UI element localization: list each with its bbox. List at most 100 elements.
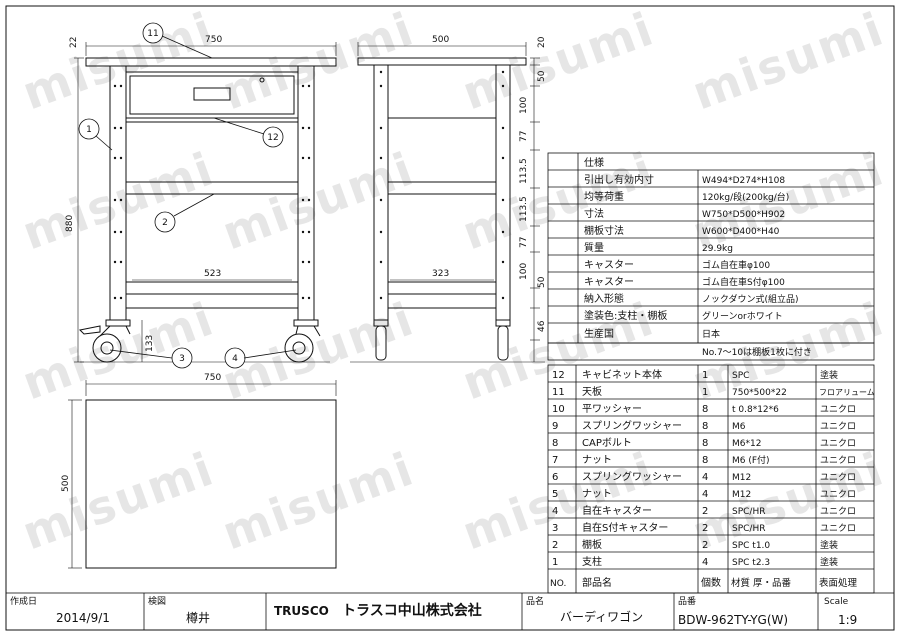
parts-row-no: 6 xyxy=(552,472,558,483)
parts-row-finish: 塗装 xyxy=(820,539,838,551)
spec-row-6-value: ゴム自在車φ100 xyxy=(702,259,770,271)
dim-caster-height: 133 xyxy=(145,335,155,352)
parts-row-finish: ユニクロ xyxy=(820,455,856,466)
front-cabinet xyxy=(125,71,299,119)
balloon-2 xyxy=(154,211,176,233)
balloon-11-label: 11 xyxy=(147,29,158,39)
watermark-text: misumi xyxy=(15,141,221,260)
title-block xyxy=(5,592,895,631)
parts-row-material: M6 xyxy=(732,422,746,432)
parts-row-qty: 8 xyxy=(702,404,708,415)
created-label: 作成日 xyxy=(10,595,37,607)
balloon-11 xyxy=(142,22,164,44)
front-middle-shelf xyxy=(125,181,299,195)
parts-row-no: 3 xyxy=(552,523,558,534)
parts-row-material: 750*500*22 xyxy=(732,388,787,398)
parts-row-finish: ユニクロ xyxy=(820,404,856,415)
parts-row-no: 1 xyxy=(552,557,558,568)
parts-row-no: 8 xyxy=(552,438,558,449)
watermark-text: misumi xyxy=(15,1,221,120)
product-name-label: 品名 xyxy=(526,595,544,607)
spec-row-10-label: 生産国 xyxy=(584,327,614,340)
parts-row-qty: 1 xyxy=(702,370,708,381)
parts-row-name: 自在S付キャスター xyxy=(582,521,668,534)
parts-row-no: 2 xyxy=(552,540,558,551)
parts-row-finish: 塗装 xyxy=(820,369,838,381)
dim-side-depth: 500 xyxy=(432,35,449,45)
parts-row-no: 9 xyxy=(552,421,558,432)
parts-row-material: M6*12 xyxy=(732,439,761,449)
spec-row-9-value: グリーンorホワイト xyxy=(702,310,783,322)
watermark-text: misumi xyxy=(455,141,661,260)
parts-row-finish: ユニクロ xyxy=(820,523,856,534)
spec-row-3-value: W750*D500*H902 xyxy=(702,210,785,220)
spec-row-8-label: 納入形態 xyxy=(584,292,624,305)
side-top-plate xyxy=(357,57,527,66)
company-logo: TRUSCO xyxy=(274,604,329,618)
scale-label: Scale xyxy=(824,597,849,607)
parts-row-qty: 4 xyxy=(702,557,708,568)
spec-row-5-label: 質量 xyxy=(584,241,604,254)
parts-row-finish: 塗装 xyxy=(820,556,838,568)
parts-row-finish: ユニクロ xyxy=(820,472,856,483)
balloon-12 xyxy=(262,126,284,148)
parts-row-name: スプリングワッシャー xyxy=(582,419,682,432)
parts-row-qty: 8 xyxy=(702,438,708,449)
parts-row-name: 支柱 xyxy=(582,555,602,568)
spec-row-8-value: ノックダウン式(組立品) xyxy=(702,293,798,305)
parts-row-material: SPC t1.0 xyxy=(732,541,770,551)
watermark-text: misumi xyxy=(215,1,421,120)
spec-row-4-value: W600*D400*H40 xyxy=(702,227,780,237)
dim-shelf-depth: 323 xyxy=(432,269,449,279)
balloon-2-label: 2 xyxy=(162,218,168,228)
spec-row-9-label: 塗装色:支柱・棚板 xyxy=(584,309,667,322)
front-top-plate xyxy=(85,57,337,67)
dim-side-v6: 77 xyxy=(519,237,529,248)
watermark-text: misumi xyxy=(215,291,421,410)
dim-front-height: 880 xyxy=(65,215,75,232)
spec-row-2-label: 均等荷重 xyxy=(584,190,624,203)
watermark-text: misumi xyxy=(15,441,221,560)
company-name: トラスコ中山株式会社 xyxy=(342,602,482,619)
product-code-label: 品番 xyxy=(678,595,696,607)
balloon-3-label: 3 xyxy=(179,354,185,364)
parts-row-finish: ユニクロ xyxy=(820,506,856,517)
spec-row-7-label: キャスター xyxy=(584,276,634,288)
parts-row-name: ナット xyxy=(582,488,612,500)
parts-row-name: 天板 xyxy=(582,385,602,398)
parts-row-qty: 1 xyxy=(702,387,708,398)
dim-side-v3: 77 xyxy=(519,131,529,142)
dim-side-v7: 100 xyxy=(519,263,529,280)
spec-row-3-label: 寸法 xyxy=(584,207,604,220)
parts-row-finish: ユニクロ xyxy=(820,421,856,432)
dim-side-top: 20 xyxy=(537,36,547,48)
checker-name: 樽井 xyxy=(186,610,210,625)
drawer-handle xyxy=(193,87,231,101)
spec-row-7-value: ゴム自在車S付φ100 xyxy=(702,276,785,288)
side-caster-rear xyxy=(495,319,511,361)
parts-row-name: CAPボルト xyxy=(582,437,632,449)
dim-side-v1: 50 xyxy=(537,70,547,82)
watermark-text: misumi xyxy=(215,141,421,260)
watermark-text: misumi xyxy=(215,441,421,560)
parts-row-finish: ユニクロ xyxy=(820,489,856,500)
spec-row-4-label: 棚板寸法 xyxy=(584,224,624,237)
drawer-lock xyxy=(259,77,265,83)
parts-row-name: 自在キャスター xyxy=(582,504,652,517)
parts-row-qty: 8 xyxy=(702,455,708,466)
side-middle-shelf xyxy=(387,181,497,195)
spec-row-0-label: 仕様 xyxy=(584,156,604,169)
balloon-1 xyxy=(78,118,100,140)
parts-row-material: SPC t2.3 xyxy=(732,558,770,568)
watermark-text: misumi xyxy=(685,1,891,120)
parts-row-qty: 8 xyxy=(702,421,708,432)
parts-row-qty: 2 xyxy=(702,506,708,517)
side-view xyxy=(350,57,545,363)
parts-row-material: SPC/HR xyxy=(732,524,765,534)
spec-row-10-value: 日本 xyxy=(702,328,720,340)
side-dimensions xyxy=(357,42,540,362)
spec-row-6-label: キャスター xyxy=(584,259,634,271)
parts-row-no: 11 xyxy=(552,387,565,398)
side-caster-front xyxy=(373,319,389,361)
balloon-1-label: 1 xyxy=(86,125,92,135)
